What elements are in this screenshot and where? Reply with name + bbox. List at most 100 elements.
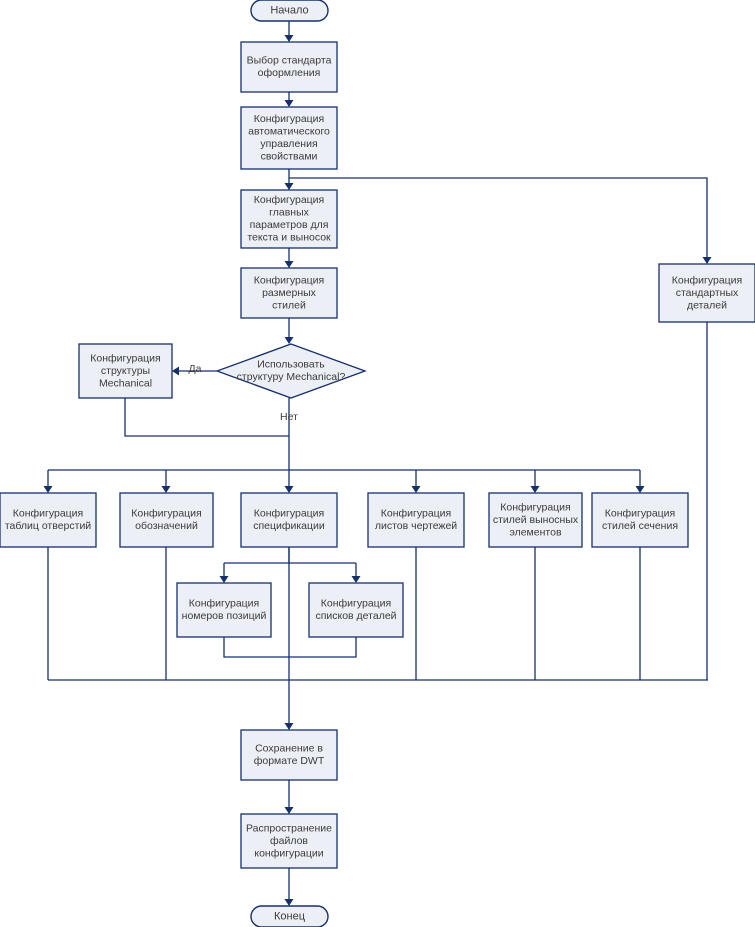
arrow-head-icon (284, 100, 294, 107)
arrow-head-icon (284, 807, 294, 814)
node-label-line: стилей (272, 299, 306, 311)
arrow-head-icon (172, 366, 179, 376)
node-label-line: управления (260, 138, 317, 150)
node-label-line: параметров для (250, 219, 329, 231)
arrow-head-icon (635, 486, 645, 493)
arrow-head-icon (284, 183, 294, 190)
edge-fanout-to-detailstyles (530, 470, 540, 493)
process-shape (0, 492, 97, 548)
edge-fanout-to-holetables (43, 470, 53, 493)
edge-balloons-merge (223, 637, 357, 658)
node-label-line: Конфигурация (189, 598, 259, 610)
node-label-line: Конфигурация (254, 508, 324, 520)
edge-savedwt-to-distribute (284, 780, 294, 814)
node-label-line: Mechanical (99, 377, 152, 389)
node-label-line: конфигурации (254, 847, 323, 859)
arrow-head-icon (351, 576, 361, 583)
node-label-line: размерных (262, 287, 317, 299)
arrow-head-icon (284, 723, 294, 730)
arrow-head-icon (219, 576, 229, 583)
edge-mech-to-main-vertical (124, 398, 289, 437)
node-start[interactable]: Начало (250, 0, 329, 22)
process-shape (240, 267, 338, 319)
node-label-line: деталей (687, 299, 727, 311)
node-label-line: Конфигурация (672, 274, 742, 286)
node-label-line: номеров позиций (182, 610, 267, 622)
process-shape (240, 189, 338, 249)
edge-fanout-to-specification (284, 470, 294, 493)
edge-decision-yes-to-mech (172, 366, 217, 376)
process-shape (488, 492, 583, 548)
node-label-line: обозначений (135, 520, 198, 532)
edge-path (224, 547, 356, 564)
arrow-head-icon (284, 486, 294, 493)
node-label-line: стилей сечения (602, 520, 678, 532)
node-label-line: Использовать (257, 359, 325, 371)
node-label-line: элементов (509, 526, 561, 538)
arrow-head-icon (411, 486, 421, 493)
edge-path (289, 177, 708, 258)
arrow-head-icon (161, 486, 171, 493)
node-auto_props[interactable]: Конфигурацияавтоматическогоуправлениясво… (240, 106, 338, 170)
node-label-line: стилей выносных (493, 514, 579, 526)
node-label-line: Конфигурация (254, 274, 324, 286)
edge-autoprops-to-stdparts (289, 177, 712, 264)
node-label-line: списков деталей (315, 610, 396, 622)
edge-fanout-to-designations (161, 470, 171, 493)
node-label-line: автоматического (248, 126, 330, 138)
node-label-line: Конфигурация (605, 508, 675, 520)
process-shape (367, 492, 465, 548)
edge-distribute-to-end (284, 868, 294, 906)
node-label-line: Конфигурация (254, 194, 324, 206)
node-label-line: Начало (270, 4, 308, 16)
node-label-line: спецификации (253, 520, 325, 532)
node-label-line: Конфигурация (254, 113, 324, 125)
edge-fanout-to-sectionstyles (635, 470, 645, 493)
edge-path (223, 637, 357, 658)
process-shape (308, 582, 404, 638)
edge-start-to-standard (284, 21, 294, 42)
process-shape (240, 813, 338, 869)
edge-merge-to-savedwt (284, 680, 294, 730)
node-end[interactable]: Конец (250, 905, 329, 927)
edges-layer (43, 21, 712, 906)
edge-label-label-yes: Да (189, 363, 202, 375)
node-label-line: Конфигурация (90, 352, 160, 364)
process-shape (240, 729, 338, 781)
decision-shape (215, 343, 367, 399)
edge-spec-to-balloons (219, 563, 229, 583)
arrow-head-icon (43, 486, 53, 493)
edge-autoprops-to-mainparams (284, 169, 294, 190)
process-shape (176, 582, 272, 638)
edge-mainparams-to-dimstyles (284, 248, 294, 268)
edge-fanout-to-drawingsheets (411, 470, 421, 493)
node-label-line: таблиц отверстий (5, 520, 91, 532)
node-label-line: Сохранение в (255, 743, 323, 755)
node-label-line: структуру Mechanical? (237, 371, 346, 383)
edge-spec-to-partslists (351, 563, 361, 583)
terminator-shape (250, 905, 329, 927)
process-shape (658, 263, 755, 323)
node-label-line: текста и выносок (247, 232, 331, 244)
arrow-head-icon (284, 261, 294, 268)
node-label-line: оформления (258, 67, 321, 79)
node-label-line: Выбор стандарта (247, 55, 332, 67)
